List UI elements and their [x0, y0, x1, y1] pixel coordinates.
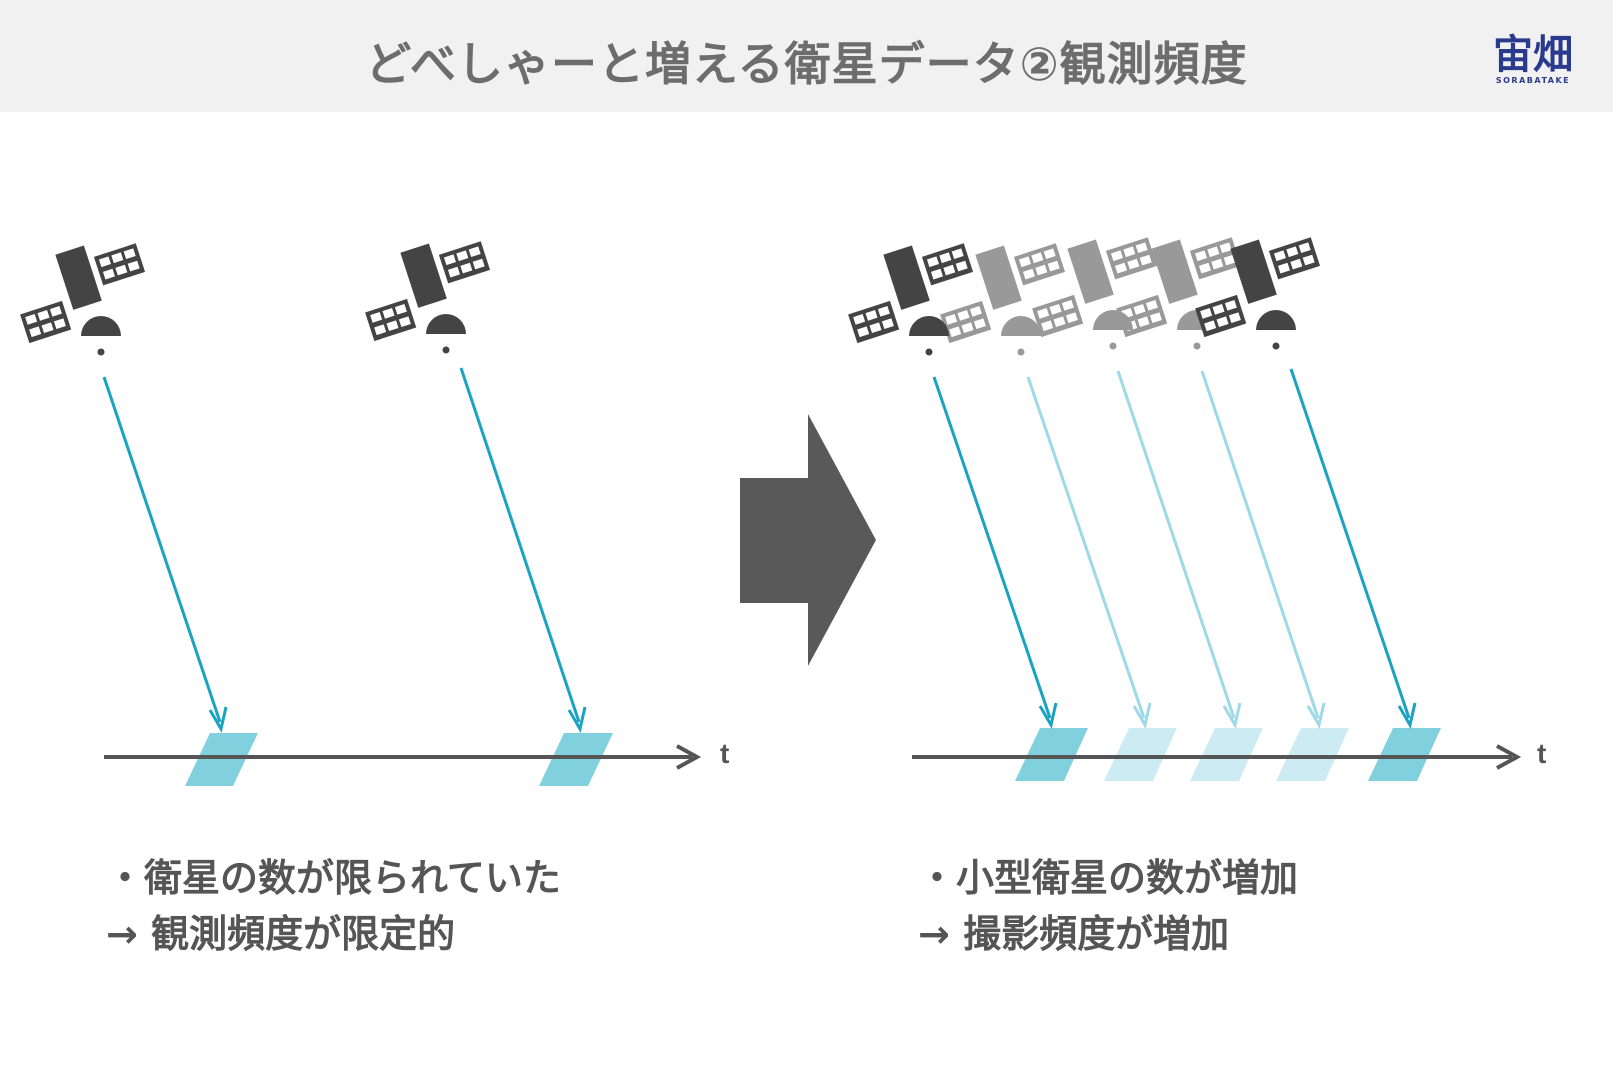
right-caption-line1: ・小型衛星の数が増加 — [918, 856, 1299, 900]
footprint — [539, 733, 613, 786]
satellite-icon — [5, 229, 155, 356]
right-caption-line2: → 撮影頻度が増加 — [918, 912, 1230, 956]
satellite-icon — [350, 227, 500, 354]
observation-arrow — [1026, 376, 1152, 730]
right-caption: ・小型衛星の数が増加 → 撮影頻度が増加 — [918, 850, 1298, 962]
observation-arrow — [1289, 368, 1417, 730]
observation-arrow — [102, 376, 228, 734]
footprint — [1368, 728, 1441, 781]
left-caption-line1: ・衛星の数が限られていた — [106, 856, 561, 900]
footprint — [1190, 728, 1263, 781]
time-axis — [104, 744, 702, 770]
page-title: どべしゃーと増える衛星データ②観測頻度 — [365, 37, 1248, 91]
logo-subtitle: SORABATAKE — [1495, 76, 1571, 85]
observation-arrow — [459, 367, 587, 734]
footprint — [1276, 728, 1349, 781]
observation-arrow — [1200, 370, 1326, 730]
observation-arrow — [1116, 370, 1242, 730]
left-caption: ・衛星の数が限られていた → 観測頻度が限定的 — [106, 850, 561, 962]
logo-mark: 宙畑 — [1493, 32, 1573, 78]
satellite-icon — [1180, 223, 1330, 350]
logo: 宙畑 SORABATAKE — [1478, 22, 1588, 90]
footprint — [1104, 728, 1177, 781]
observation-arrow — [932, 376, 1058, 730]
left-axis-label: t — [720, 738, 730, 769]
left-caption-line2: → 観測頻度が限定的 — [106, 912, 456, 956]
footprint — [185, 733, 258, 786]
header-bar — [0, 0, 1613, 112]
satellite-icon — [1101, 223, 1251, 350]
time-axis — [912, 744, 1522, 770]
right-arrow-icon — [740, 414, 876, 666]
right-axis-label: t — [1537, 738, 1547, 769]
footprint — [1015, 728, 1088, 781]
